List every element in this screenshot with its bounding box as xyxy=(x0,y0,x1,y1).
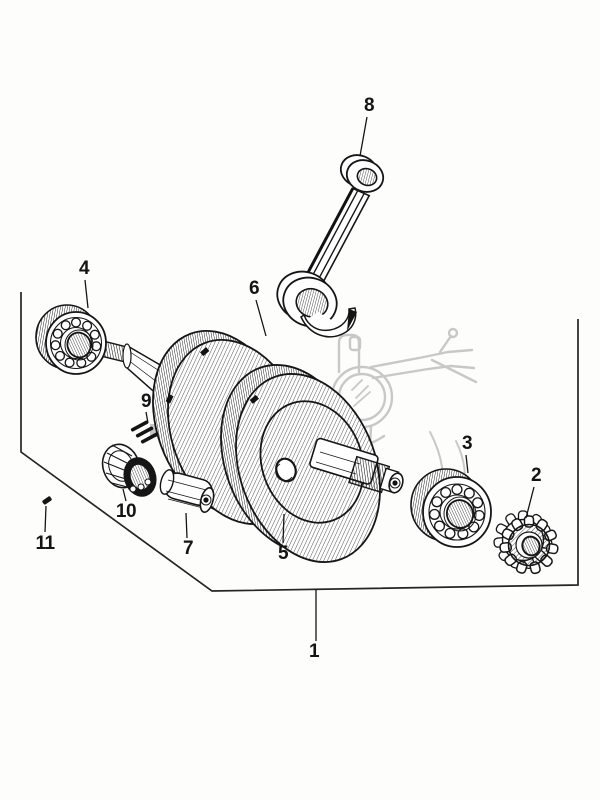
leader-line-2 xyxy=(525,486,535,519)
key-drawing xyxy=(42,496,52,505)
shim-set-drawing xyxy=(130,420,159,444)
leader-line-8 xyxy=(359,116,368,157)
callout-3: 3 xyxy=(461,433,473,454)
left-ball-bearing-drawing xyxy=(35,304,107,375)
callout-4: 4 xyxy=(78,258,90,279)
right-shaft-drawing xyxy=(309,437,404,494)
callout-2: 2 xyxy=(530,465,542,486)
leader-line-4 xyxy=(84,279,89,309)
crank-pin-drawing xyxy=(159,469,215,513)
callout-5: 5 xyxy=(277,543,289,564)
leader-line-10 xyxy=(122,488,127,502)
leader-line-3 xyxy=(465,454,469,474)
callout-9: 9 xyxy=(140,391,152,412)
leader-line-5 xyxy=(282,513,285,544)
right-crank-wheel-drawing xyxy=(220,364,381,563)
leader-line-9 xyxy=(145,411,149,424)
callout-10: 10 xyxy=(115,501,137,522)
crank-pin-hole xyxy=(275,457,297,483)
connecting-rod-drawing xyxy=(276,154,385,344)
right-ball-bearing-drawing xyxy=(410,468,492,548)
callout-1: 1 xyxy=(308,641,320,662)
leader-line-11 xyxy=(44,505,47,533)
assembly-boundary-outline xyxy=(20,292,579,592)
callout-8: 8 xyxy=(363,95,375,116)
callout-7: 7 xyxy=(182,538,194,559)
callout-6: 6 xyxy=(248,278,260,299)
needle-bearing-cage-drawing xyxy=(101,443,157,497)
callout-11: 11 xyxy=(35,533,55,554)
leader-line-6 xyxy=(255,299,267,337)
leader-line-7 xyxy=(185,512,188,539)
drive-sprocket-drawing xyxy=(493,510,559,575)
leader-lines xyxy=(44,116,535,641)
